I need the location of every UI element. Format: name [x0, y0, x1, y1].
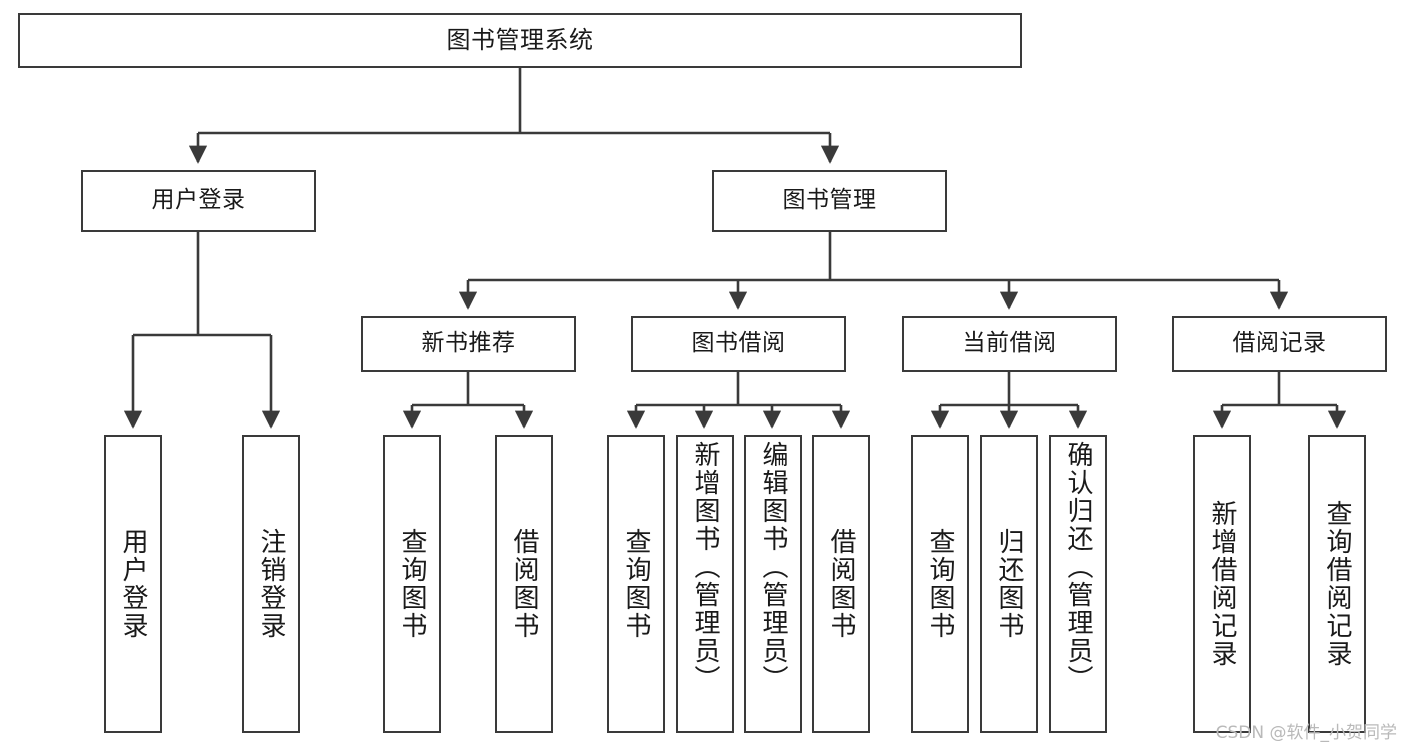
- leaf-query-borrow-record[interactable]: 查询借阅记录: [1308, 435, 1366, 733]
- leaf-add-borrow-record[interactable]: 新增借阅记录: [1193, 435, 1251, 733]
- node-label: 图书管理: [782, 187, 877, 214]
- leaf-query-book-current[interactable]: 查询图书: [911, 435, 969, 733]
- node-new-book-recommend[interactable]: 新书推荐: [361, 316, 576, 372]
- node-label: 查询图书: [397, 528, 427, 640]
- leaf-query-book-recommend[interactable]: 查询图书: [383, 435, 441, 733]
- node-label: 借阅记录: [1232, 330, 1327, 357]
- node-label: 图书借阅: [691, 330, 786, 357]
- node-label: 新书推荐: [421, 330, 516, 357]
- node-label: 用户登录: [151, 187, 246, 214]
- leaf-add-book-admin[interactable]: 新增图书（管理员）: [676, 435, 734, 733]
- leaf-return-book[interactable]: 归还图书: [980, 435, 1038, 733]
- leaf-query-book-borrow[interactable]: 查询图书: [607, 435, 665, 733]
- node-label: 新增图书（管理员）: [690, 441, 720, 693]
- node-label: 查询图书: [925, 528, 955, 640]
- leaf-borrow-book[interactable]: 借阅图书: [812, 435, 870, 733]
- node-label: 借阅图书: [826, 528, 856, 640]
- node-label: 查询借阅记录: [1322, 500, 1352, 668]
- leaf-borrow-book-recommend[interactable]: 借阅图书: [495, 435, 553, 733]
- node-root-book-management-system[interactable]: 图书管理系统: [18, 13, 1022, 68]
- leaf-edit-book-admin[interactable]: 编辑图书（管理员）: [744, 435, 802, 733]
- node-label: 新增借阅记录: [1207, 500, 1237, 668]
- leaf-confirm-return-admin[interactable]: 确认归还（管理员）: [1049, 435, 1107, 733]
- node-label: 注销登录: [256, 528, 286, 640]
- node-label: 确认归还（管理员）: [1063, 441, 1093, 693]
- node-borrow-record[interactable]: 借阅记录: [1172, 316, 1387, 372]
- leaf-logout[interactable]: 注销登录: [242, 435, 300, 733]
- node-book-borrow[interactable]: 图书借阅: [631, 316, 846, 372]
- node-user-login[interactable]: 用户登录: [81, 170, 316, 232]
- node-label: 图书管理系统: [446, 26, 594, 55]
- csdn-watermark: CSDN @软件_小贺同学: [1215, 723, 1397, 743]
- node-label: 归还图书: [994, 528, 1024, 640]
- leaf-user-login[interactable]: 用户登录: [104, 435, 162, 733]
- node-label: 编辑图书（管理员）: [758, 441, 788, 693]
- node-label: 用户登录: [118, 528, 148, 640]
- node-label: 查询图书: [621, 528, 651, 640]
- node-label: 当前借阅: [962, 330, 1057, 357]
- node-label: 借阅图书: [509, 528, 539, 640]
- node-book-management[interactable]: 图书管理: [712, 170, 947, 232]
- node-current-borrow[interactable]: 当前借阅: [902, 316, 1117, 372]
